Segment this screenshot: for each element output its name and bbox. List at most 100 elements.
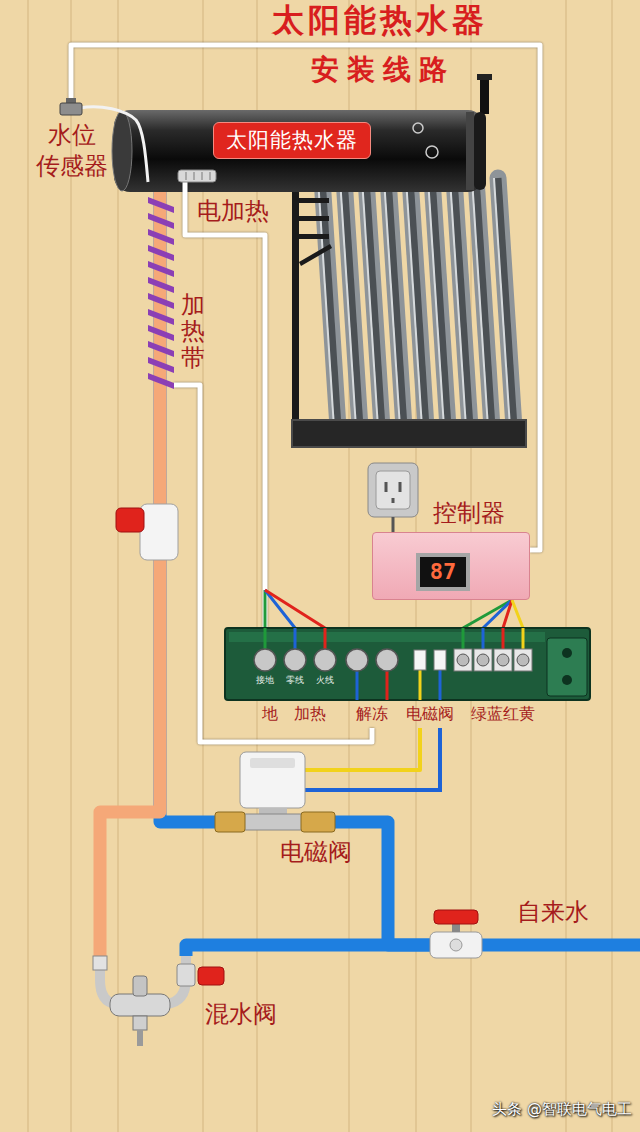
tape-stripe [148,197,174,213]
water-pipe [482,939,640,952]
housing-cap [250,758,295,768]
vacuum-tube [494,178,514,428]
heater-cable [185,182,265,628]
terminal-screw [346,649,368,671]
part-label: 电磁阀 [280,838,352,867]
title: 太阳能热水器 [272,2,488,38]
terminal-label: 地 [262,704,278,723]
yellow-wire [512,600,523,628]
tape-stripe [148,277,174,293]
terminal-screw [254,649,276,671]
mount-hole [562,648,572,658]
terminal-base [514,649,532,671]
wood-grain [28,0,612,1132]
sensor-body [60,103,82,115]
board-strip [229,632,545,642]
heater-element [178,170,216,182]
yellow-wire [303,768,335,772]
tape-stripe [148,213,174,229]
vacuum-tube [450,178,470,428]
terminal-clip [414,650,426,670]
blue-wire [303,788,335,792]
part-label: 控制器 [433,499,505,528]
tank-end-cap [112,111,132,191]
shower-hose [137,1030,143,1046]
sensor-cable [71,45,540,550]
vacuum-tube [340,178,360,428]
heating-tape-wrap [148,195,174,390]
solenoid-drawing [215,752,335,834]
ball-valve: 自来水 [430,928,482,962]
mount-hole [562,675,572,685]
terminal-screw [376,649,398,671]
power-cord [392,517,395,532]
heating-tape: 加热带 [148,195,174,390]
mixer-lever [133,976,147,996]
valve-body [243,814,303,830]
valve-hub [450,939,462,951]
electric-heater: 电加热 [178,170,216,182]
brass-fitting [301,812,335,832]
vent-cap [477,74,492,80]
part-label: 加热带 [181,292,205,371]
terminal-label: 绿蓝红黄 [471,704,535,723]
watermark: 头条 @智联电气电工 [492,1100,632,1118]
terminal-screw [497,654,509,666]
terminal-board [225,628,590,700]
terminal-marking: 火线 [316,675,334,686]
brass-fitting [215,812,245,832]
board-plate [225,628,590,700]
cold-pipe [186,945,430,956]
valve-wire [335,728,420,770]
tape-stripe [148,293,174,309]
water-tank: 电加热太阳能热水器 [112,110,487,192]
tank-body [114,110,484,192]
tape-stripe [148,245,174,261]
valve-handle [116,508,144,532]
heater-coil [186,172,210,180]
terminal-label: 电磁阀 [406,704,454,723]
coil-housing [240,752,305,808]
terminal-screw [477,654,489,666]
outlet-slots [386,482,400,503]
part-label: 混水阀 [205,1000,277,1029]
part-label: 电加热 [197,197,269,226]
terminal-screw [457,654,469,666]
terminal-screw [284,649,306,671]
vacuum-tube [472,178,492,428]
tape-stripe [148,325,174,341]
mixing-valve: 混水阀 [82,956,194,1046]
vent-pipe [480,78,489,114]
tape-stripe [148,373,174,389]
vacuum-tube [318,178,338,428]
subtitle: 安装线路 [311,54,455,86]
support-frame [292,186,332,448]
controller-box: 控制器87 [372,532,530,600]
terminal-base [474,649,492,671]
vacuum-tube [362,178,382,428]
tape-stripe [148,341,174,357]
outlet-face [376,471,410,509]
blue-wire [335,728,440,790]
logo-mark [426,146,438,158]
terminal-screw [517,654,529,666]
tank-ring [466,112,474,190]
logo-mark [413,123,423,133]
mixer-body [110,994,170,1016]
terminal-label: 解冻 [356,704,388,723]
valve-handle [198,967,224,985]
sensor-device [60,103,82,115]
solenoid-valve: 电磁阀 [215,752,335,834]
heater-rod [178,170,216,182]
terminal-base [454,649,472,671]
terminal-block: 接地零线火线地加热解冻电磁阀绿蓝红黄 [225,628,590,728]
sensor-cap [66,98,76,103]
ball-valve-body [140,504,178,560]
terminal-label: 加热 [294,704,326,723]
vacuum-tube [428,178,448,428]
part-label: 自来水 [517,898,589,927]
valve-body [430,932,482,958]
pipe-nut [93,956,107,970]
display-reading: 87 [420,557,467,587]
